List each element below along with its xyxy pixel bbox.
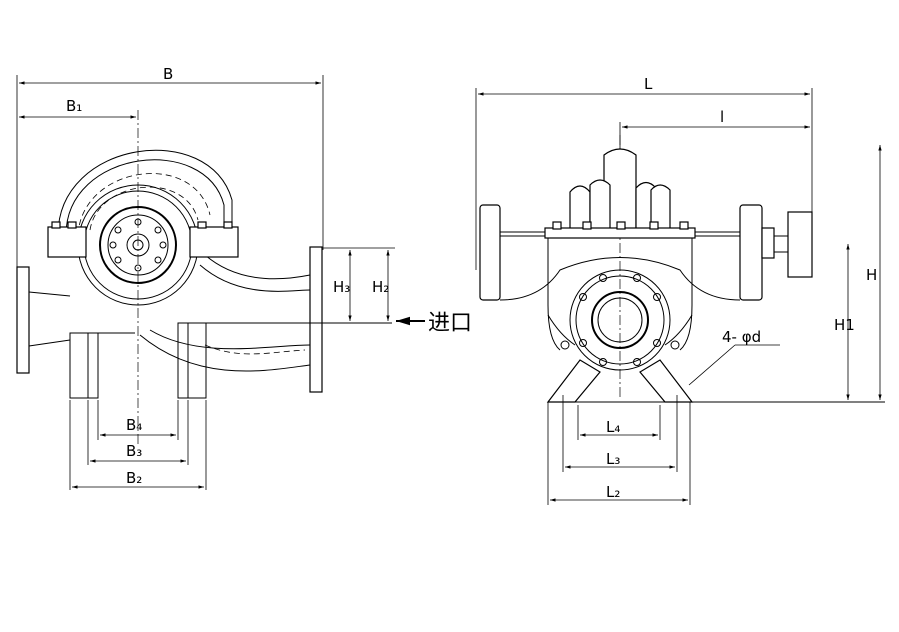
inlet-indicator: 进口: [396, 311, 472, 336]
split-flange: [47, 221, 239, 258]
dimensions-b2-b4: B₄ B₃ B₂: [69, 400, 207, 490]
suction-flange: [560, 269, 680, 371]
outlet-pipe: [139, 254, 311, 372]
volute-casing: [57, 149, 233, 236]
dimension-b1: B₁: [19, 97, 136, 119]
dimensions-l2-l4: L₄ L₃ L₂: [547, 402, 691, 505]
lower-casing: [499, 238, 741, 351]
front-feet: [546, 359, 885, 403]
label-b3: B₃: [126, 442, 142, 460]
label-h2: H₂: [372, 278, 389, 296]
label-l: L: [644, 75, 653, 93]
label-bolt-holes: 4- φd: [722, 328, 761, 346]
bearing-blocks: [479, 204, 813, 301]
label-b1: B₁: [66, 97, 82, 115]
label-l4: L₄: [606, 418, 620, 436]
support-feet: [69, 322, 392, 399]
shaft-and-split: [500, 221, 740, 239]
upper-casing: [569, 148, 671, 231]
label-l1: l: [720, 108, 724, 126]
bolt-hole-callout: 4- φd: [688, 328, 780, 386]
dimensions-h: H H1: [834, 145, 882, 400]
dimension-b: B: [16, 65, 324, 270]
label-b2: B₂: [126, 469, 142, 487]
label-b4: B₄: [126, 416, 142, 434]
label-l3: L₃: [606, 450, 620, 468]
dimension-h2-h3: H₃ H₂: [323, 247, 395, 321]
label-h3: H₃: [333, 278, 350, 296]
label-h: H: [866, 266, 877, 284]
dimension-l1: l: [619, 108, 810, 150]
inlet-label: 进口: [428, 311, 472, 336]
inlet-flange: [16, 266, 71, 374]
label-b: B: [163, 65, 173, 83]
label-h1: H1: [834, 316, 855, 334]
front-view: L l: [475, 75, 885, 505]
outlet-flange: [309, 246, 323, 393]
side-view: B B₁: [16, 65, 472, 490]
label-l2: L₂: [606, 483, 620, 501]
